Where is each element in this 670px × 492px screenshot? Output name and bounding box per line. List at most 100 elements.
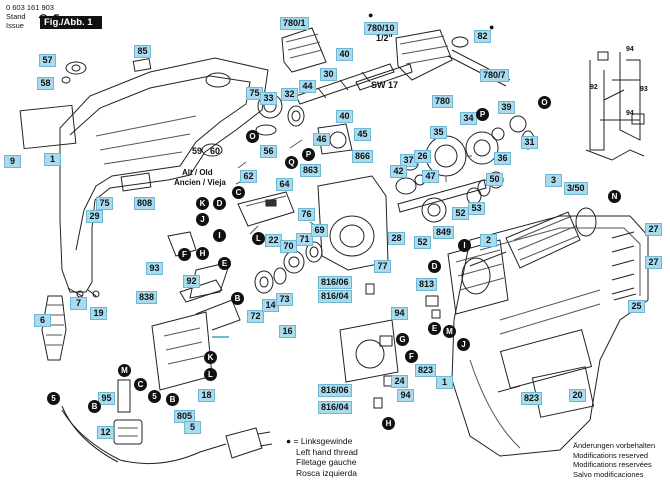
label-71: 71 <box>296 233 313 246</box>
label-863: 863 <box>300 164 322 177</box>
label-780-7: 780/7 <box>480 69 509 82</box>
marker-h-bottom: H <box>382 417 395 430</box>
label-85: 85 <box>134 45 151 58</box>
marker-e-mid: E <box>428 322 441 335</box>
label-76: 76 <box>298 208 315 221</box>
left-thread-legend: ● = Linksgewinde Left hand thread Fileta… <box>286 436 358 478</box>
marker-l-mid: L <box>204 368 217 381</box>
label-53: 53 <box>468 202 485 215</box>
motor-housing <box>451 215 649 457</box>
electronic-switch <box>151 311 213 391</box>
marker-k-mid: K <box>204 351 217 364</box>
power-plug <box>225 427 263 459</box>
label-42: 42 <box>390 165 407 178</box>
label-33: 33 <box>260 92 277 105</box>
label-58: 58 <box>37 77 54 90</box>
label-3-50: 3/50 <box>564 182 588 195</box>
brush-holder <box>339 319 399 383</box>
label-44: 44 <box>299 80 316 93</box>
marker-j-mid: J <box>457 338 470 351</box>
label-16: 16 <box>279 325 296 338</box>
label-50: 50 <box>486 173 503 186</box>
marker-j-left: J <box>196 213 209 226</box>
label-20: 20 <box>569 389 586 402</box>
label-35: 35 <box>430 126 447 139</box>
marker-e-top: E <box>218 257 231 270</box>
marker-b-mid: B <box>231 292 244 305</box>
label-27-a: 27 <box>645 223 662 236</box>
label-5: 5 <box>184 421 201 434</box>
label-94-a: 94 <box>391 307 408 320</box>
label-816-04-b: 816/04 <box>318 401 352 414</box>
label-56: 56 <box>260 145 277 158</box>
note-de: Änderungen vorbehalten <box>573 441 656 450</box>
switch-housing <box>237 191 295 227</box>
legend-dot: ● <box>286 436 292 446</box>
label-60: 60 <box>210 146 221 156</box>
label-9: 9 <box>4 155 21 168</box>
lh-thread-dot: ● <box>368 10 374 20</box>
label-40-mid: 40 <box>336 110 353 123</box>
note-es: Salvo modificaciones <box>573 469 644 479</box>
label-18: 18 <box>198 389 215 402</box>
label-31: 31 <box>521 136 538 149</box>
label-alt-old: Alt / Old <box>182 168 213 177</box>
label-27-b: 27 <box>645 256 662 269</box>
label-93: 93 <box>146 262 163 275</box>
label-95: 95 <box>98 392 115 405</box>
label-25: 25 <box>628 300 645 313</box>
label-47: 47 <box>422 170 439 183</box>
marker-a-left: 5 <box>47 392 60 405</box>
label-30: 30 <box>320 68 337 81</box>
label-808: 808 <box>134 197 156 210</box>
armature <box>505 211 581 269</box>
label-816-06-a: 816/06 <box>318 276 352 289</box>
schematic-label-93: 93 <box>640 86 648 93</box>
marker-c-mid: C <box>134 378 147 391</box>
legend-line-en: Left hand thread <box>296 446 358 457</box>
part-number: 0 603 161 903 <box>6 3 54 12</box>
label-39: 39 <box>498 101 515 114</box>
marker-f-mid: F <box>405 350 418 363</box>
marker-i-left: I <box>213 229 226 242</box>
label-3: 3 <box>545 174 562 187</box>
housing-half-left <box>59 57 269 293</box>
label-6: 6 <box>34 314 51 327</box>
label-half-inch: 1/2" <box>376 33 393 43</box>
label-94-b: 94 <box>397 389 414 402</box>
label-24: 24 <box>391 375 408 388</box>
modification-notes: Änderungen vorbehalten Modifications res… <box>573 441 655 479</box>
label-816-04-a: 816/04 <box>318 290 352 303</box>
spindle <box>295 63 395 105</box>
label-34: 34 <box>460 112 477 125</box>
issue-label: Issue <box>6 21 24 30</box>
marker-l-top: L <box>252 232 265 245</box>
label-1-left: 1 <box>44 153 61 166</box>
label-1-right: 1 <box>436 376 453 389</box>
label-26: 26 <box>414 150 431 163</box>
label-64: 64 <box>276 178 293 191</box>
label-838: 838 <box>136 291 158 304</box>
label-72: 72 <box>247 310 264 323</box>
label-57: 57 <box>39 54 56 67</box>
gear-34 <box>465 131 499 165</box>
label-780: 780 <box>432 95 454 108</box>
stand-label: Stand <box>6 12 26 21</box>
label-52-a: 52 <box>452 207 469 220</box>
label-82: 82 <box>474 30 491 43</box>
label-52-b: 52 <box>414 236 431 249</box>
label-36: 36 <box>494 152 511 165</box>
marker-c-top: C <box>232 186 245 199</box>
label-19: 19 <box>90 307 107 320</box>
marker-h-top: H <box>196 247 209 260</box>
label-849: 849 <box>433 226 455 239</box>
schematic-label-92: 92 <box>590 84 598 91</box>
marker-a-mid: 5 <box>148 390 161 403</box>
note-en: Modifications reserved <box>573 450 649 460</box>
label-75-left: 75 <box>96 197 113 210</box>
label-77: 77 <box>374 260 391 273</box>
marker-p-right: P <box>476 108 489 121</box>
wiring-schematic <box>589 52 641 151</box>
label-780-1: 780/1 <box>280 17 309 30</box>
